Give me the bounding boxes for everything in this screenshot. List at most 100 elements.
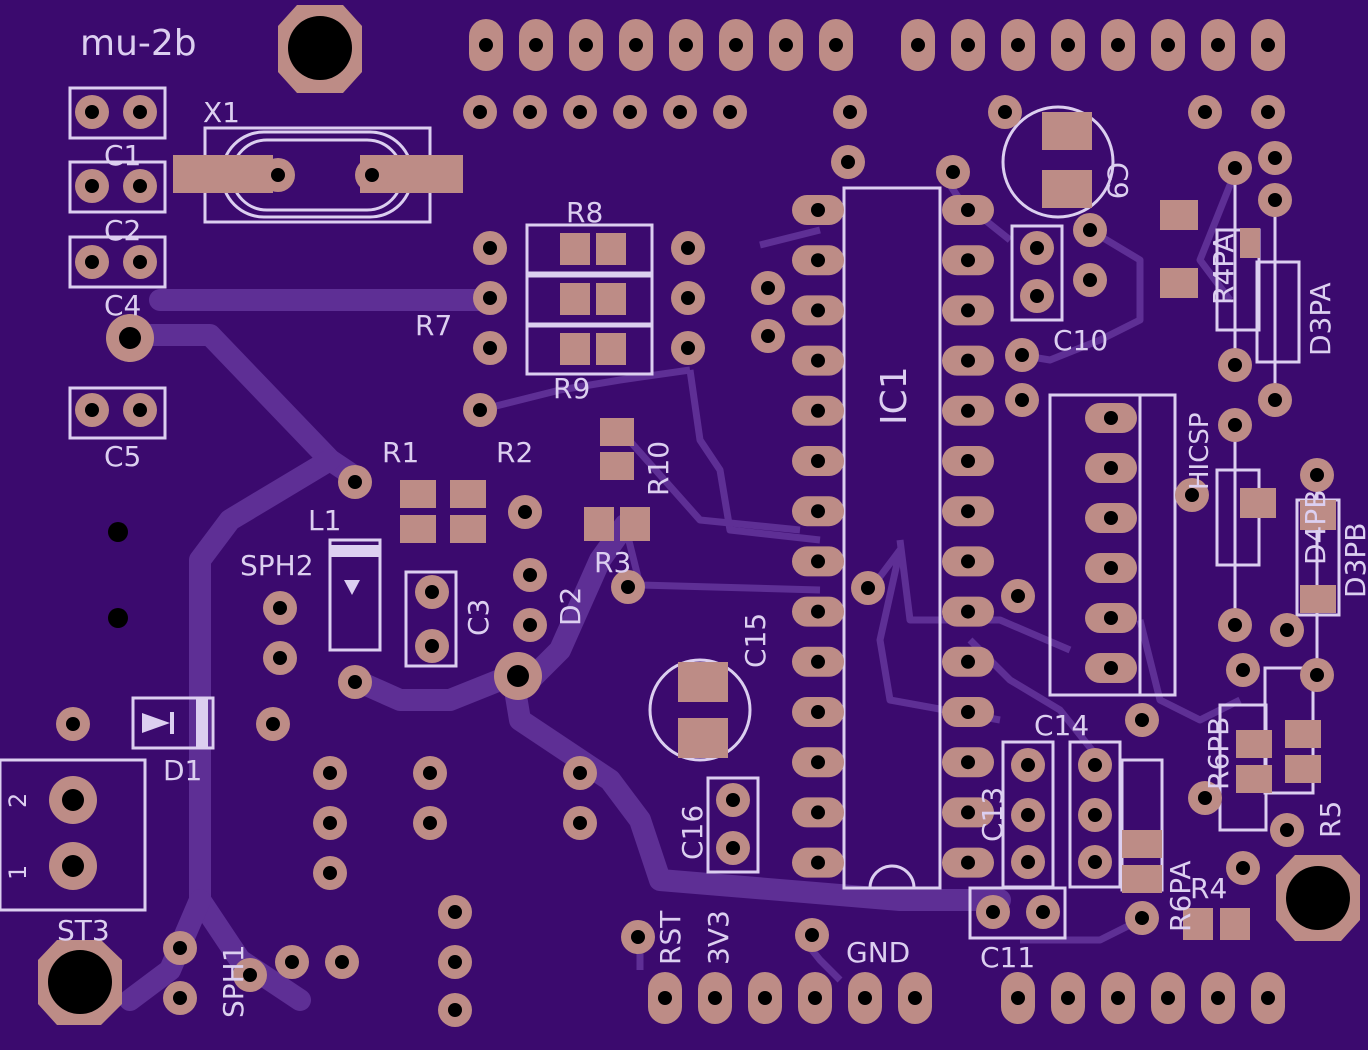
- pad: [1078, 748, 1112, 782]
- pad: [748, 972, 782, 1024]
- pad: [1151, 972, 1185, 1024]
- pad: [1218, 348, 1252, 382]
- pad: [942, 747, 994, 778]
- pad: [792, 345, 844, 376]
- pad: [951, 19, 985, 71]
- label-gnd: GND: [846, 936, 910, 969]
- label-r4: R4: [1190, 872, 1227, 905]
- pad: [671, 281, 705, 315]
- pad: [1188, 95, 1222, 129]
- pad: [1073, 213, 1107, 247]
- pad: [473, 331, 507, 365]
- pad: [413, 756, 447, 790]
- pad: [751, 319, 785, 353]
- pad: [1251, 19, 1285, 71]
- pad: [1078, 845, 1112, 879]
- pad: [798, 972, 832, 1024]
- pad: [942, 697, 994, 727]
- pad: [792, 295, 844, 326]
- pad: [942, 446, 994, 476]
- pad: [1125, 703, 1159, 737]
- pad: [513, 95, 547, 129]
- label-r6pb: R6PB: [1202, 717, 1235, 790]
- pad: [508, 495, 542, 529]
- label-c9: C9: [1101, 162, 1134, 199]
- pad: [648, 972, 682, 1024]
- pad: [1051, 19, 1085, 71]
- pad: [792, 646, 844, 677]
- label-sph1: SPH1: [217, 944, 250, 1018]
- label-d4pb: D4PB: [1299, 490, 1332, 565]
- pad: [792, 446, 844, 476]
- label-r3: R3: [594, 546, 631, 579]
- pad: [263, 591, 297, 625]
- pad: [563, 756, 597, 790]
- label-r10: R10: [642, 441, 675, 496]
- pad: [1300, 658, 1334, 692]
- pad: [942, 797, 994, 828]
- label-3v3: 3V3: [702, 910, 735, 965]
- label-c5: C5: [104, 440, 141, 473]
- pad: [355, 158, 389, 192]
- pad: [438, 895, 472, 929]
- pad: [261, 158, 295, 192]
- pad: [671, 231, 705, 265]
- mounting-holes: [38, 5, 1360, 1025]
- pad: [415, 575, 449, 609]
- label-st3: ST3: [57, 914, 110, 947]
- label-c14: C14: [1034, 709, 1089, 742]
- pad: [716, 783, 750, 817]
- pad: [901, 19, 935, 71]
- label-r8: R8: [566, 196, 603, 229]
- pad: [563, 806, 597, 840]
- pad: [1218, 408, 1252, 442]
- pad: [1085, 453, 1137, 483]
- pad: [698, 972, 732, 1024]
- pad: [313, 756, 347, 790]
- pad: [469, 19, 503, 71]
- pad: [976, 895, 1010, 929]
- pad: [942, 847, 994, 878]
- pad: [1005, 338, 1039, 372]
- pad: [942, 395, 994, 426]
- pad: [1085, 603, 1137, 633]
- pad: [1011, 798, 1045, 832]
- pad: [338, 465, 372, 499]
- pad: [1005, 383, 1039, 417]
- pad: [669, 19, 703, 71]
- label-x1: X1: [203, 96, 240, 129]
- label-c15: C15: [739, 613, 772, 668]
- pad: [942, 295, 994, 326]
- pad: [942, 596, 994, 627]
- pad: [1020, 279, 1054, 313]
- pad: [613, 95, 647, 129]
- pad: [1085, 403, 1137, 433]
- pad: [75, 95, 109, 129]
- label-hicsp: HICSP: [1185, 412, 1215, 490]
- label-l1: L1: [308, 504, 341, 537]
- pad: [819, 19, 853, 71]
- pad: [275, 945, 309, 979]
- pad: [1188, 781, 1222, 815]
- pad: [936, 155, 970, 189]
- pad: [1085, 553, 1137, 583]
- pad: [123, 169, 157, 203]
- label-d3pa: D3PA: [1304, 282, 1337, 356]
- pad: [49, 842, 97, 890]
- pad: [1011, 748, 1045, 782]
- pad: [1151, 19, 1185, 71]
- diode-symbols: [142, 545, 380, 748]
- pad: [233, 958, 267, 992]
- pad: [473, 231, 507, 265]
- pad: [1218, 151, 1252, 185]
- pad: [123, 95, 157, 129]
- pad: [1026, 895, 1060, 929]
- pad: [75, 393, 109, 427]
- pad: [671, 331, 705, 365]
- label-st3-pin1: 1: [4, 865, 32, 880]
- label-ic1: IC1: [874, 366, 915, 425]
- pad: [848, 972, 882, 1024]
- label-c4: C4: [104, 289, 141, 322]
- pad: [795, 918, 829, 952]
